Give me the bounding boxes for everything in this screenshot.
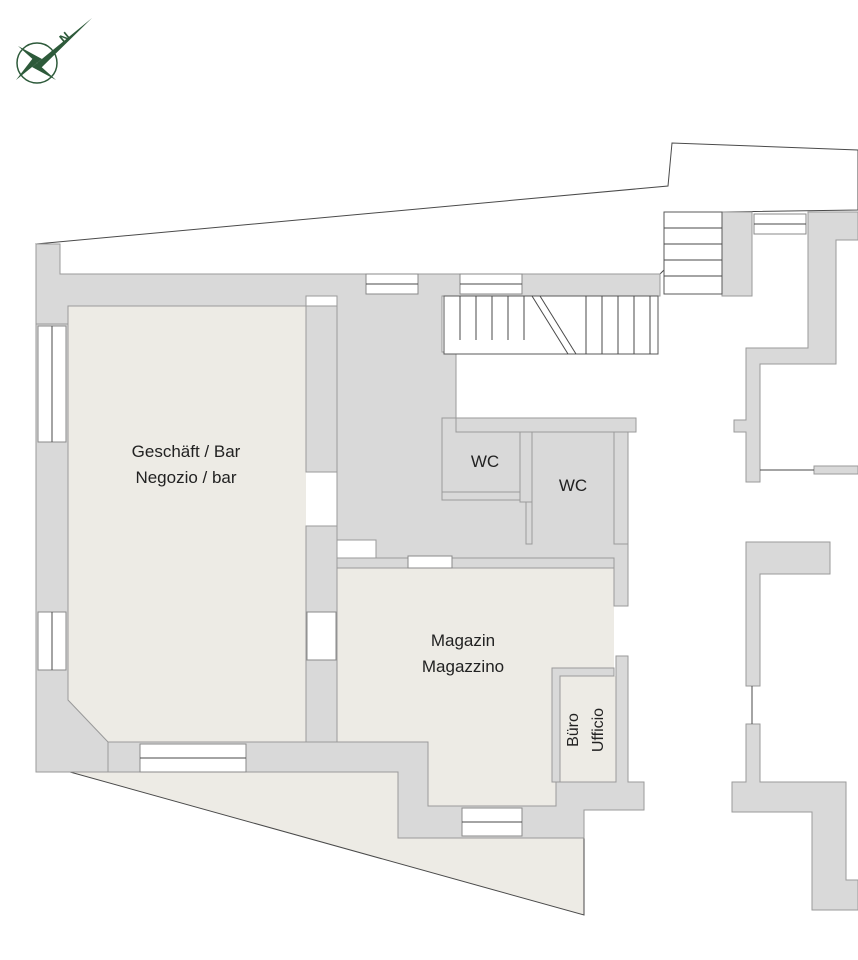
wall-wc1-bottom [441, 491, 521, 501]
room-label-storage-de: Magazin [431, 631, 495, 650]
wall-office [551, 667, 615, 783]
room-label-shop-it: Negozio / bar [135, 468, 236, 487]
door-shop-storage [306, 611, 337, 661]
room-label-office-de: Büro [565, 713, 582, 747]
windows [37, 213, 807, 837]
storage-floor [337, 568, 614, 806]
shop-floor [68, 306, 306, 742]
wall-wc-divider [519, 431, 533, 503]
compass-north-arm [37, 18, 92, 68]
wall-south [107, 655, 645, 839]
doors [306, 611, 337, 661]
room-label-storage-it: Magazzino [422, 657, 504, 676]
room-label-office-it: Ufficio [590, 708, 607, 752]
staircase [443, 211, 723, 355]
room-label-wc2: WC [559, 476, 587, 495]
compass-rose-icon: N [16, 18, 92, 84]
wall-storage-top [336, 557, 615, 569]
wall-shop-hall [305, 305, 338, 473]
office-floor [560, 676, 616, 782]
room-label-shop-de: Geschäft / Bar [132, 442, 241, 461]
window-storage-top [407, 555, 453, 569]
walls-right-building [721, 211, 858, 911]
compass-west-arm [18, 46, 42, 63]
compass-east-arm [32, 63, 56, 80]
compass-north-letter: N [56, 29, 73, 47]
wall-right-mid [745, 541, 831, 687]
terrace-floor [36, 670, 584, 915]
stair-upper [663, 211, 723, 295]
wall-right-upper [721, 211, 753, 297]
wall-wc-group [441, 417, 636, 545]
compass-ring [16, 42, 58, 84]
room-label-wc1: WC [471, 452, 499, 471]
wall-right-top [733, 211, 858, 483]
wall-right-stub [813, 465, 858, 475]
wall-right-lower [731, 723, 858, 911]
stair-lower [443, 295, 659, 355]
compass-south-arm [16, 58, 37, 80]
